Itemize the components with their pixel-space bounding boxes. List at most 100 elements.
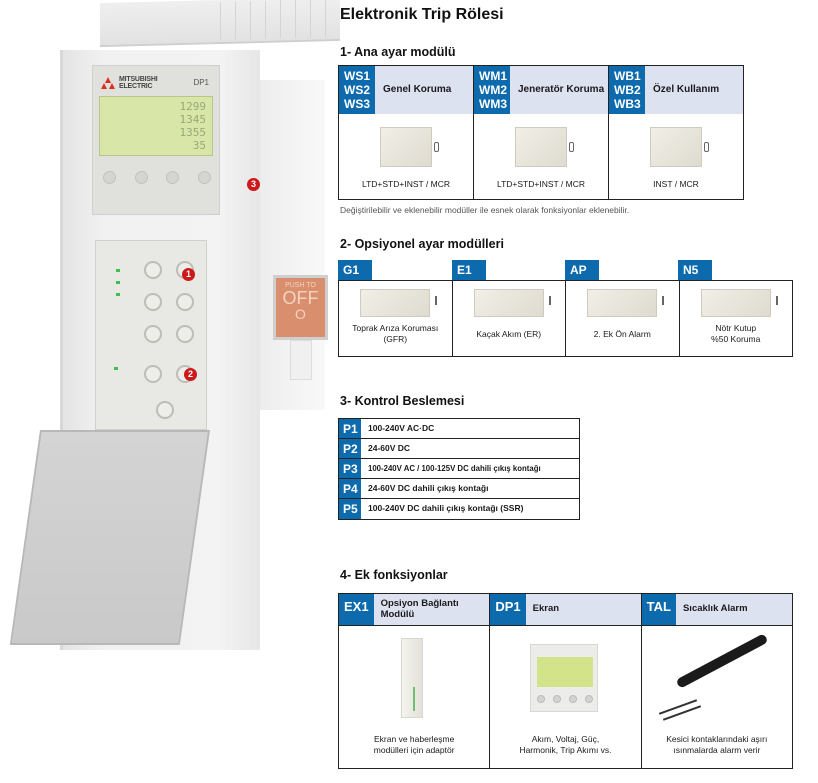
option-caption: Toprak Arıza Koruması [352, 323, 439, 333]
option-caption: Kaçak Akım (ER) [476, 329, 542, 339]
additional-functions-table: EX1 Opsiyon Bağlantı Modülü Ekran ve hab… [338, 593, 793, 769]
module-codes: WS1 WS2 WS3 [339, 66, 375, 114]
display-button-enter [197, 171, 211, 184]
module-photo [380, 126, 439, 167]
section1-note: Değiştirilebilir ve eklenebilir modüller… [340, 205, 630, 215]
temperature-sensor-photo [675, 633, 769, 689]
table-row: P3 100-240V AC / 100-125V DC dahili çıkı… [339, 459, 579, 479]
optional-module-table: Toprak Arıza Koruması (GFR) Kaçak Akım (… [338, 280, 793, 357]
setting-dial [144, 325, 162, 343]
section4-title: 4- Ek fonksiyonlar [340, 568, 448, 582]
display-model-label: DP1 [193, 78, 209, 87]
display-key [553, 695, 562, 703]
supply-code: P4 [339, 479, 361, 498]
lcd-value: 35 [192, 139, 206, 152]
setting-dial [156, 401, 174, 419]
push-label: PUSH TO [285, 282, 316, 289]
module-column-ws: WS1 WS2 WS3 Genel Koruma LTD+STD+INST / … [339, 66, 474, 199]
supply-code: P1 [339, 419, 361, 438]
display-button-down [134, 171, 148, 184]
setting-dial [176, 325, 194, 343]
function-column-dp1: DP1 Ekran Akım, Voltaj, Güç, Harmonik, T… [490, 594, 642, 768]
option-column: Kaçak Akım (ER) [453, 281, 566, 356]
module-codes: WM1 WM2 WM3 [474, 66, 510, 114]
supply-value: 100-240V DC dahili çıkış kontağı (SSR) [368, 503, 524, 513]
option-column: 2. Ek Ön Alarm [566, 281, 680, 356]
lcd-value: 1345 [179, 113, 207, 126]
option-caption: Nötr Kutup [715, 323, 757, 333]
module-photo [515, 126, 574, 167]
module-code: WS2 [344, 83, 371, 97]
function-name: Ekran [532, 603, 560, 614]
push-button-stem [290, 340, 312, 380]
module-code: WM2 [479, 83, 507, 97]
option-caption: (GFR) [383, 334, 408, 344]
open-front-cover [9, 430, 210, 645]
setting-dial [144, 293, 162, 311]
status-led [114, 367, 118, 370]
function-column-tal: TAL Sıcaklık Alarm Kesici kontaklarındak… [641, 594, 792, 768]
module-column-wm: WM1 WM2 WM3 Jeneratör Koruma LTD+STD+INS… [474, 66, 609, 199]
status-led [116, 293, 120, 296]
module-code: WM3 [479, 97, 507, 111]
lcd-screen: 1299 1345 1355 35 [99, 96, 213, 156]
function-code: TAL [641, 594, 676, 625]
display-screen [537, 657, 594, 687]
supply-code: P2 [339, 439, 361, 458]
function-caption: Akım, Voltaj, Güç, [531, 734, 600, 744]
module-codes: WB1 WB2 WB3 [609, 66, 645, 114]
control-supply-table: P1 100-240V AC·DC P2 24-60V DC P3 100-24… [338, 418, 580, 520]
function-caption: modülleri için adaptör [373, 745, 455, 755]
option-module-photo [473, 289, 551, 317]
table-row: P5 100-240V DC dahili çıkış kontağı (SSR… [339, 499, 579, 519]
mitsubishi-logo: MITSUBISHI ELECTRIC [101, 76, 158, 90]
supply-value: 100-240V AC·DC [368, 423, 435, 433]
function-caption: ısınmalarda alarm verir [673, 745, 761, 755]
option-code-ap: AP [565, 260, 599, 280]
module-caption: LTD+STD+INST / MCR [496, 179, 585, 189]
ex1-module-photo [401, 638, 423, 718]
trip-relay-device-illustration: MITSUBISHI ELECTRIC DP1 1299 1345 1355 3… [0, 0, 340, 783]
module-name: Özel Kullanım [645, 66, 743, 114]
option-code-g1: G1 [338, 260, 372, 280]
module-column-wb: WB1 WB2 WB3 Özel Kullanım INST / MCR [609, 66, 743, 199]
option-column: Nötr Kutup %50 Koruma [680, 281, 793, 356]
module-caption: LTD+STD+INST / MCR [361, 179, 450, 189]
callout-marker-2: 2 [184, 368, 197, 381]
section1-title: 1- Ana ayar modülü [340, 45, 456, 59]
supply-code: P3 [339, 459, 361, 478]
lcd-value: 1299 [179, 100, 207, 113]
supply-code: P5 [339, 499, 361, 519]
display-key [569, 695, 578, 703]
option-module-photo [360, 289, 438, 317]
brand-line1: MITSUBISHI [119, 76, 158, 83]
option-module-photo [587, 289, 665, 317]
function-name: Opsiyon Bağlantı Modülü [380, 598, 459, 620]
supply-value: 100-240V AC / 100-125V DC dahili çıkış k… [368, 464, 541, 473]
module-code: WB3 [614, 97, 641, 111]
option-caption: %50 Koruma [711, 334, 761, 344]
off-label: OFF [282, 288, 319, 308]
table-row: P2 24-60V DC [339, 439, 579, 459]
mitsubishi-diamonds-icon [101, 77, 115, 89]
callout-marker-3: 3 [247, 178, 260, 191]
display-key [585, 695, 594, 703]
table-row: P4 24-60V DC dahili çıkış kontağı [339, 479, 579, 499]
supply-value: 24-60V DC dahili çıkış kontağı [368, 483, 489, 493]
function-column-ex1: EX1 Opsiyon Bağlantı Modülü Ekran ve hab… [339, 594, 491, 768]
setting-dial [144, 365, 162, 383]
module-caption: INST / MCR [653, 179, 699, 189]
section2-title: 2- Opsiyonel ayar modülleri [340, 237, 504, 251]
off-symbol: O [295, 306, 306, 322]
module-code: WB1 [614, 69, 641, 83]
option-caption: 2. Ek Ön Alarm [593, 329, 651, 339]
main-setting-module-table: WS1 WS2 WS3 Genel Koruma LTD+STD+INST / … [338, 65, 744, 200]
supply-value: 24-60V DC [368, 443, 411, 453]
module-photo [650, 126, 709, 167]
option-module-photo [700, 289, 778, 317]
section3-title: 3- Kontrol Beslemesi [340, 394, 465, 408]
push-to-off-button: PUSH TO OFF O [273, 275, 328, 340]
option-column: Toprak Arıza Koruması (GFR) [339, 281, 453, 356]
setting-dial [176, 293, 194, 311]
display-button-back [103, 171, 116, 184]
